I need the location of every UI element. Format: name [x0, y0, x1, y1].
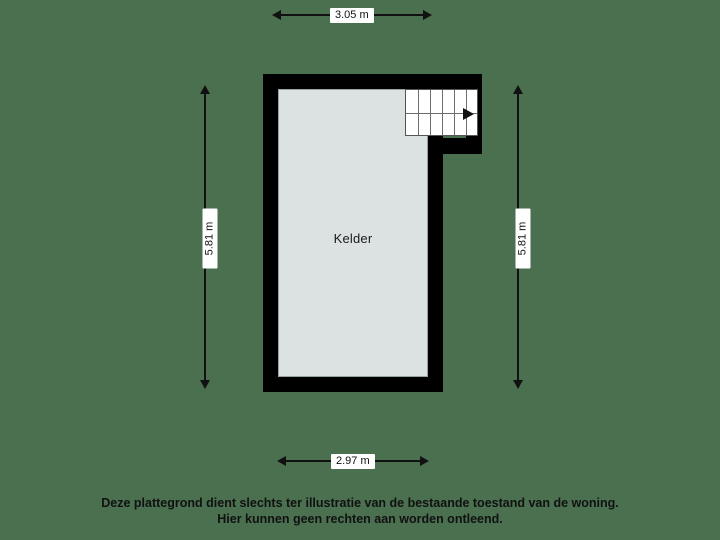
stair-tread-divider	[454, 90, 455, 135]
disclaimer-footer: Deze plattegrond dient slechts ter illus…	[0, 495, 720, 527]
dimension-arrow-top-right-icon	[423, 10, 432, 20]
stair-direction-arrow-icon	[463, 108, 474, 120]
dimension-arrow-left-top-icon	[200, 85, 210, 94]
dimension-arrow-left-bottom-icon	[200, 380, 210, 389]
dimension-arrow-bottom-left-icon	[277, 456, 286, 466]
dimension-arrow-right-top-icon	[513, 85, 523, 94]
stair-tread-divider	[442, 90, 443, 135]
dimension-label-left: 5.81 m	[202, 208, 218, 269]
stair-tread-divider	[430, 90, 431, 135]
room-label-kelder: Kelder	[333, 231, 373, 246]
dimension-arrow-right-bottom-icon	[513, 380, 523, 389]
room-floor-kelder	[278, 89, 428, 377]
dimension-label-top: 3.05 m	[330, 8, 374, 23]
wall-alcove-bottom	[427, 138, 482, 154]
wall-top	[263, 74, 443, 90]
dimension-label-right: 5.81 m	[515, 208, 531, 269]
wall-right-lower	[427, 136, 443, 392]
stair-tread-divider	[418, 90, 419, 135]
dimension-label-bottom: 2.97 m	[331, 454, 375, 469]
disclaimer-line-1: Deze plattegrond dient slechts ter illus…	[101, 496, 619, 510]
stair-walkline	[406, 113, 477, 114]
disclaimer-line-2: Hier kunnen geen rechten aan worden ontl…	[217, 512, 503, 526]
wall-bottom	[263, 376, 443, 392]
staircase	[405, 89, 478, 136]
wall-left	[263, 74, 279, 392]
dimension-arrow-top-left-icon	[272, 10, 281, 20]
dimension-arrow-bottom-right-icon	[420, 456, 429, 466]
